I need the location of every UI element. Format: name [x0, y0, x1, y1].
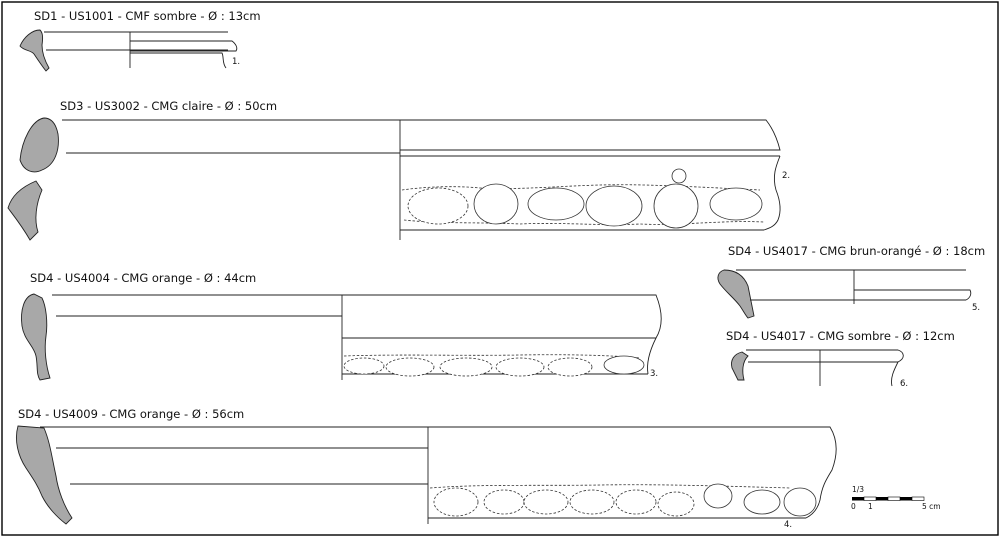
sherd-4-section — [15, 425, 73, 525]
sherd-6: SD4 - US4017 - CMG sombre - Ø : 12cm 6. — [726, 329, 955, 389]
scale-segment-1 — [863, 496, 877, 501]
sherd-2-rim-section — [19, 117, 59, 173]
sherd-6-number: 6. — [900, 379, 908, 389]
sherd-5-number: 5. — [972, 303, 980, 313]
scale-segment-0 — [852, 497, 864, 501]
sherd-6-section — [731, 351, 749, 381]
scale-tick-1: 1 — [868, 502, 873, 511]
sherd-4-label: SD4 - US4009 - CMG orange - Ø : 56cm — [18, 407, 244, 421]
scale-ratio: 1/3 — [852, 485, 864, 494]
sherd-6-label: SD4 - US4017 - CMG sombre - Ø : 12cm — [726, 329, 955, 343]
scale-segment-4 — [900, 497, 912, 501]
scale-tick-5: 5 cm — [922, 502, 941, 511]
sherd-1-label: SD1 - US1001 - CMF sombre - Ø : 13cm — [34, 9, 261, 23]
sherd-5-label: SD4 - US4017 - CMG brun-orangé - Ø : 18c… — [728, 244, 985, 258]
sherd-1-number: 1. — [232, 57, 240, 67]
sherd-5: SD4 - US4017 - CMG brun-orangé - Ø : 18c… — [717, 244, 985, 319]
scale-tick-0: 0 — [851, 502, 856, 511]
sherd-3-number: 3. — [650, 369, 658, 379]
scale-segment-2 — [876, 497, 888, 501]
sherd-1: SD1 - US1001 - CMF sombre - Ø : 13cm 1. — [19, 9, 261, 72]
sherd-3-label: SD4 - US4004 - CMG orange - Ø : 44cm — [30, 271, 256, 285]
sherd-2-body-section — [7, 180, 43, 241]
sherd-5-section — [717, 269, 755, 319]
sherd-3-section — [21, 293, 51, 381]
sherd-3: SD4 - US4004 - CMG orange - Ø : 44cm 3. — [21, 271, 662, 381]
sherd-2-label: SD3 - US3002 - CMG claire - Ø : 50cm — [60, 99, 277, 113]
sherd-2: SD3 - US3002 - CMG claire - Ø : 50cm 2. — [7, 99, 790, 241]
sherd-4-number: 4. — [784, 520, 792, 530]
sherd-2-number: 2. — [782, 171, 790, 181]
scale-segment-5 — [911, 496, 925, 501]
sherd-1-section — [19, 29, 50, 72]
scale-bar: 1/3 0 1 5 cm — [851, 485, 941, 511]
scale-segment-3 — [887, 496, 901, 501]
sherd-4: SD4 - US4009 - CMG orange - Ø : 56cm 4. — [15, 407, 837, 530]
